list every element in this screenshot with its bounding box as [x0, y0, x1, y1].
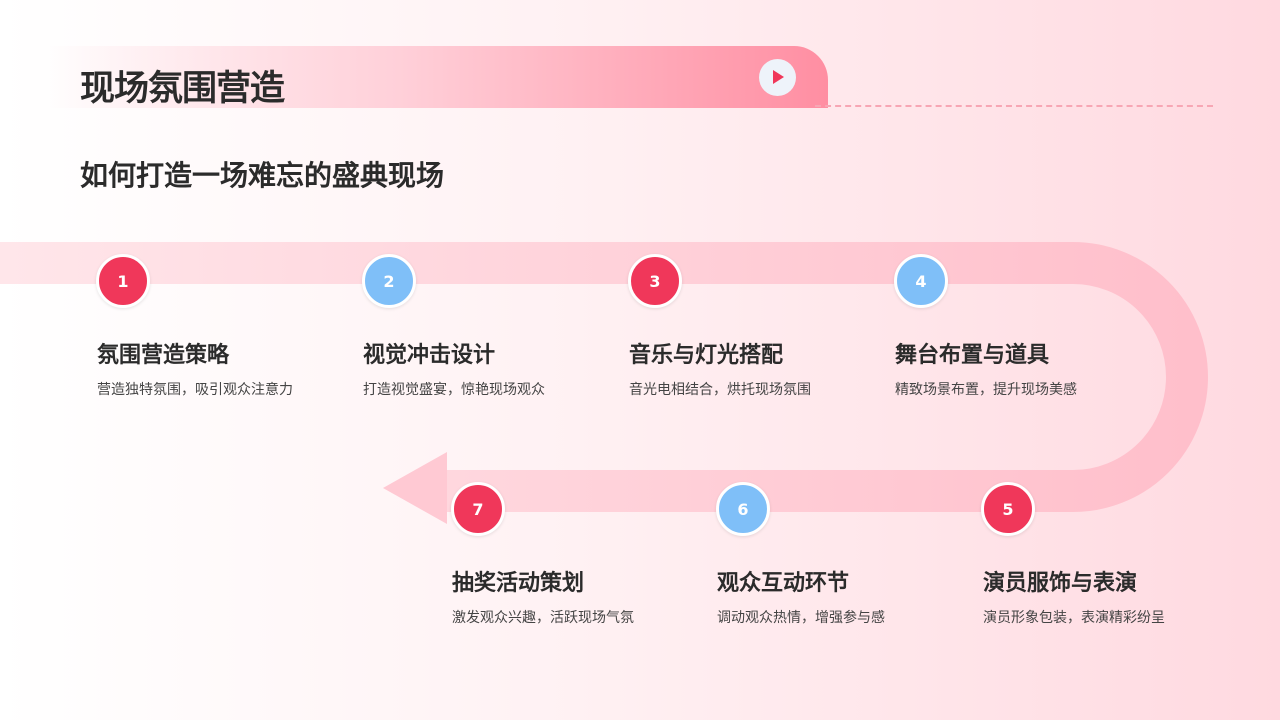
step-number-badge: 7	[451, 482, 505, 536]
step-title: 舞台布置与道具	[895, 343, 1050, 368]
header-bar	[48, 46, 828, 108]
step-item: 氛围营造策略营造独特氛围，吸引观众注意力	[97, 337, 347, 399]
step-title: 音乐与灯光搭配	[629, 343, 784, 368]
step-item: 演员服饰与表演演员形象包装，表演精彩纷呈	[983, 565, 1233, 627]
step-item: 观众互动环节调动观众热情，增强参与感	[717, 565, 967, 627]
step-item: 舞台布置与道具精致场景布置，提升现场美感	[895, 337, 1145, 399]
step-description: 音光电相结合，烘托现场氛围	[629, 382, 811, 398]
dotted-divider	[815, 105, 1213, 107]
step-number-badge: 3	[628, 254, 682, 308]
step-number-badge: 5	[981, 482, 1035, 536]
step-item: 音乐与灯光搭配音光电相结合，烘托现场氛围	[629, 337, 879, 399]
flow-band	[0, 242, 1208, 512]
page-subtitle: 如何打造一场难忘的盛典现场	[80, 159, 445, 192]
page-title: 现场氛围营造	[80, 69, 285, 109]
step-description: 打造视觉盛宴，惊艳现场观众	[363, 382, 545, 398]
step-item: 视觉冲击设计打造视觉盛宴，惊艳现场观众	[363, 337, 613, 399]
step-number-badge: 4	[894, 254, 948, 308]
step-title: 视觉冲击设计	[363, 343, 496, 368]
step-description: 营造独特氛围，吸引观众注意力	[97, 382, 293, 398]
step-number-badge: 6	[716, 482, 770, 536]
step-description: 精致场景布置，提升现场美感	[895, 382, 1077, 398]
step-number-badge: 2	[362, 254, 416, 308]
play-icon[interactable]	[759, 59, 796, 96]
arrowhead	[383, 452, 447, 524]
step-description: 调动观众热情，增强参与感	[717, 610, 885, 626]
step-description: 激发观众兴趣，活跃现场气氛	[452, 610, 634, 626]
step-description: 演员形象包装，表演精彩纷呈	[983, 610, 1165, 626]
step-item: 抽奖活动策划激发观众兴趣，活跃现场气氛	[452, 565, 702, 627]
step-title: 氛围营造策略	[97, 343, 230, 368]
step-title: 抽奖活动策划	[452, 571, 585, 596]
step-title: 演员服饰与表演	[983, 571, 1138, 596]
step-number-badge: 1	[96, 254, 150, 308]
step-title: 观众互动环节	[717, 571, 850, 596]
